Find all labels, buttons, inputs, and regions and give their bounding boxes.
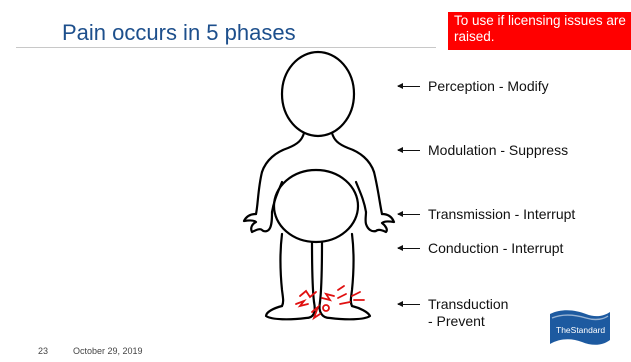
logo-text: TheStandard [556, 325, 605, 335]
phase-label: Conduction - Interrupt [428, 240, 563, 257]
left-arrow-icon [398, 150, 420, 151]
phase-label: Transduction - Prevent [428, 296, 508, 330]
phase-modulation: Modulation - Suppress [398, 141, 568, 159]
phase-label: Modulation - Suppress [428, 142, 568, 159]
phase-label: Transmission - Interrupt [428, 206, 575, 223]
phase-transduction: Transduction - Prevent [398, 296, 508, 330]
flag-logo-icon: TheStandard [546, 306, 614, 350]
left-arrow-icon [398, 248, 420, 249]
phase-conduction: Conduction - Interrupt [398, 239, 563, 257]
page-number: 23 [38, 346, 48, 356]
phase-transmission: Transmission - Interrupt [398, 205, 575, 223]
left-arrow-icon [398, 214, 420, 215]
left-arrow-icon [398, 304, 420, 305]
footer-date: October 29, 2019 [73, 346, 143, 356]
left-arrow-icon [398, 86, 420, 87]
phase-perception: Perception - Modify [398, 77, 549, 95]
phase-label: Perception - Modify [428, 78, 549, 95]
